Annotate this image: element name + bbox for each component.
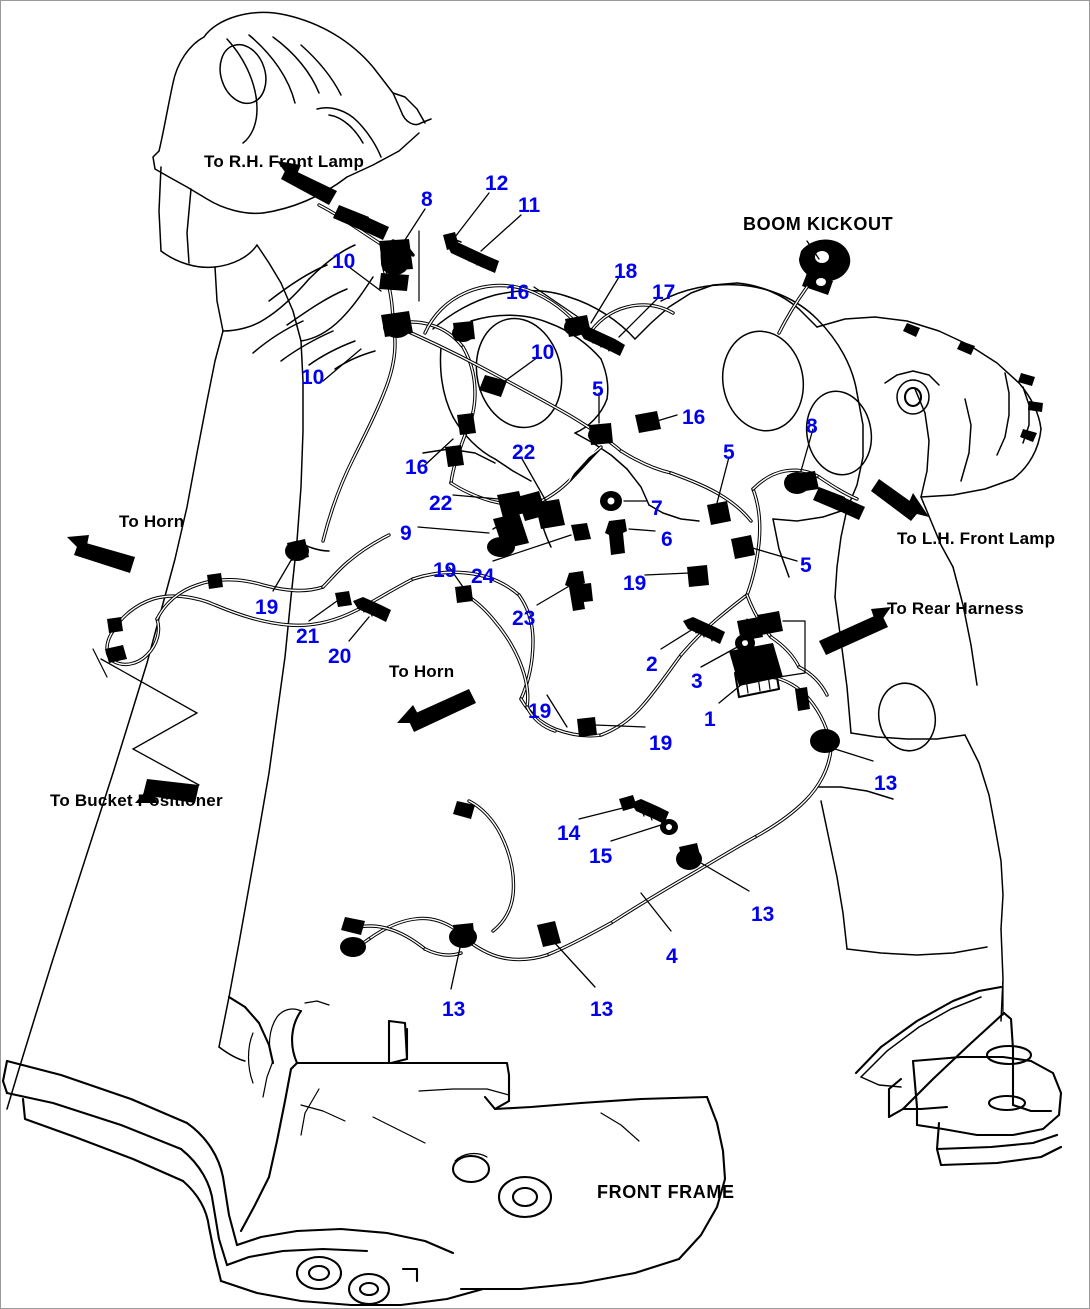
frame-detail-lines: [300, 1088, 640, 1144]
label-to-horn-upper: To Horn: [119, 512, 185, 531]
item-number-19: 19: [528, 700, 552, 723]
machine-outline-hinge-lug: [854, 980, 1063, 1167]
label-boom-kickout: BOOM KICKOUT: [743, 214, 894, 234]
item-number-16: 16: [506, 281, 530, 304]
item-number-7: 7: [651, 497, 663, 520]
label-to-horn-lower: To Horn: [389, 662, 455, 681]
arrow-rh-front-lamp: [277, 161, 337, 205]
machine-outline-upper-left: [152, 11, 432, 342]
item-number-12: 12: [485, 172, 509, 195]
item-number-16: 16: [682, 406, 706, 429]
item-number-8: 8: [806, 415, 818, 438]
direction-arrows: [67, 161, 929, 803]
item-number-2: 2: [646, 653, 658, 676]
item-number-13: 13: [751, 903, 775, 926]
item-number-3: 3: [691, 670, 703, 693]
item-number-14: 14: [557, 822, 581, 845]
label-to-lh-front-lamp: To L.H. Front Lamp: [897, 529, 1056, 548]
item-number-18: 18: [614, 260, 638, 283]
label-to-rear-harness: To Rear Harness: [887, 599, 1024, 618]
item-number-17: 17: [652, 281, 676, 304]
item-number-22: 22: [512, 441, 536, 464]
item-number-8: 8: [421, 188, 433, 211]
item-number-5: 5: [800, 554, 812, 577]
arrow-rear-harness: [819, 607, 891, 655]
item-number-16: 16: [405, 456, 429, 479]
machine-outline-left-body: [6, 244, 376, 1110]
leader-lines: [272, 192, 874, 990]
label-front-frame: FRONT FRAME: [597, 1182, 735, 1202]
item-number-10: 10: [531, 341, 555, 364]
machine-outline-lift-arm: [1, 1059, 485, 1307]
item-number-4: 4: [666, 945, 678, 968]
machine-outline-right-housing: [660, 283, 1043, 598]
arrow-to-horn-lower: [397, 689, 476, 732]
arrow-to-horn-upper: [67, 535, 135, 573]
item-number-13: 13: [590, 998, 614, 1021]
item-number-6: 6: [661, 528, 673, 551]
label-to-bucket-positioner: To Bucket Positioner: [50, 791, 223, 810]
label-to-rh-front-lamp: To R.H. Front Lamp: [204, 152, 365, 171]
item-number-10: 10: [332, 250, 356, 273]
item-number-21: 21: [296, 625, 320, 648]
item-number-20: 20: [328, 645, 352, 668]
machine-outline-front-frame-plate: [227, 995, 727, 1291]
item-number-10: 10: [301, 366, 325, 389]
item-number-19: 19: [649, 732, 673, 755]
item-number-9: 9: [400, 522, 412, 545]
arrow-lh-front-lamp: [871, 479, 929, 521]
item-number-19: 19: [623, 572, 647, 595]
item-number-1: 1: [704, 708, 716, 731]
item-number-11: 11: [518, 194, 541, 217]
item-number-23: 23: [512, 607, 536, 630]
harness-fittings: [105, 205, 865, 957]
item-number-13: 13: [442, 998, 466, 1021]
item-number-5: 5: [592, 378, 604, 401]
item-number-24: 24: [471, 565, 495, 588]
item-number-19: 19: [255, 596, 279, 619]
arrow-bucket-pos: [92, 648, 200, 803]
item-number-15: 15: [589, 845, 613, 868]
machine-outline-right-frame: [818, 566, 1004, 1088]
item-number-13: 13: [874, 772, 898, 795]
item-number-19: 19: [433, 559, 457, 582]
machine-outline-center-housing: [422, 282, 818, 522]
item-number-22: 22: [429, 492, 453, 515]
item-number-5: 5: [723, 441, 735, 464]
arrow-boom-kickout: [806, 240, 820, 260]
